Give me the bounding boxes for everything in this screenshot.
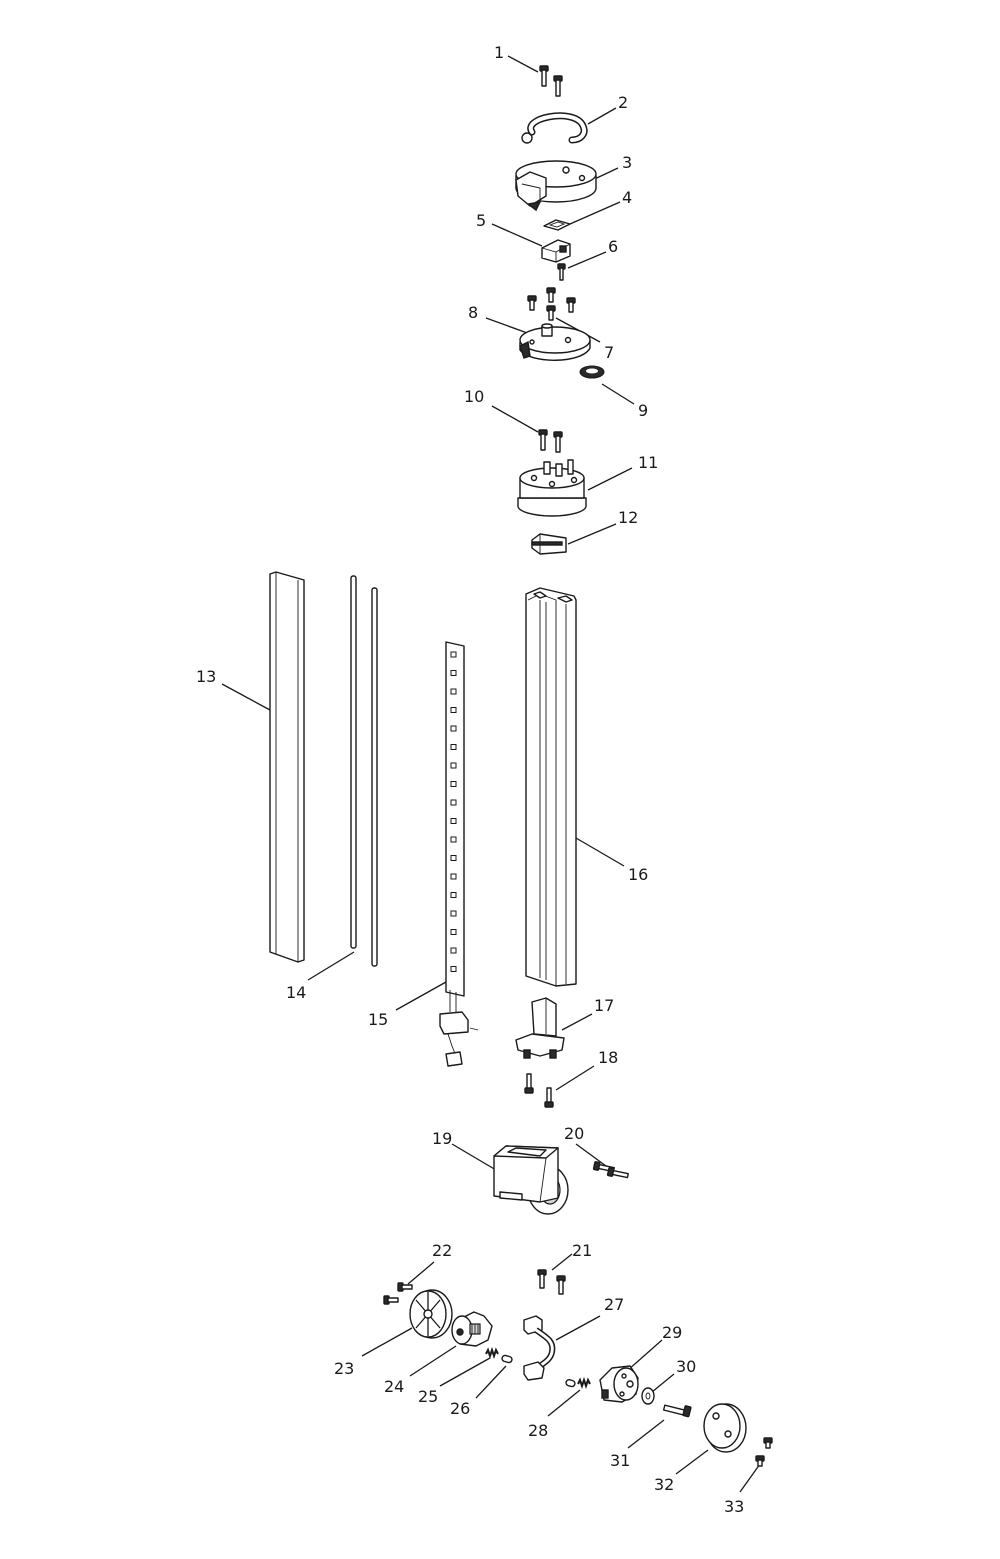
callout-12: 12 (618, 508, 638, 527)
part-1-screws (539, 65, 563, 97)
part-18-screws (524, 1073, 554, 1108)
callout-14: 14 (286, 983, 306, 1002)
led-pad (450, 855, 457, 861)
callout-labels: 1 2 3 4 5 6 7 8 9 10 11 12 13 14 15 16 1… (196, 43, 744, 1516)
part-13-cover-panel (269, 571, 305, 963)
callout-18: 18 (598, 1048, 618, 1067)
part-19-base-housing (493, 1145, 569, 1215)
callout-23: 23 (334, 1359, 354, 1378)
callout-26: 26 (450, 1399, 470, 1418)
led-pad (450, 688, 457, 695)
part-25-spring (485, 1346, 499, 1360)
led-pad (450, 873, 457, 880)
callout-31: 31 (610, 1451, 630, 1470)
part-3-top-cap (515, 160, 597, 212)
part-4-gasket (543, 219, 571, 231)
part-12-bracket (531, 533, 567, 555)
callout-17: 17 (594, 996, 614, 1015)
part-31-bolt (662, 1404, 692, 1418)
callout-20: 20 (564, 1124, 584, 1143)
led-pad (450, 744, 457, 750)
callout-15: 15 (368, 1010, 388, 1029)
part-8-lid-plate (519, 323, 591, 361)
led-pad (450, 707, 457, 713)
callout-4: 4 (622, 188, 632, 207)
leader-lines (221, 55, 761, 1493)
led-pad (450, 818, 457, 824)
led-pad (450, 762, 457, 769)
part-14-rods (350, 575, 378, 967)
callout-25: 25 (418, 1387, 438, 1406)
part-2-cable-loop (521, 112, 588, 144)
callout-7: 7 (604, 343, 614, 362)
part-32-end-cap (703, 1403, 747, 1453)
callout-21: 21 (572, 1241, 592, 1260)
led-pad (450, 725, 457, 732)
part-29-drive-collar (599, 1365, 639, 1403)
led-pad (450, 947, 457, 954)
callout-11: 11 (638, 453, 658, 472)
led-pad (450, 892, 457, 898)
part-21-screws (537, 1269, 566, 1295)
part-17-end-block (515, 997, 565, 1059)
callout-30: 30 (676, 1357, 696, 1376)
part-7-screws (527, 287, 576, 321)
part-23-wheel-hub (409, 1289, 453, 1339)
callout-22: 22 (432, 1241, 452, 1260)
callout-5: 5 (476, 211, 486, 230)
callout-6: 6 (608, 237, 618, 256)
led-pad (450, 929, 457, 935)
led-pad (450, 651, 457, 658)
led-pad (450, 836, 457, 843)
part-10-screws (538, 429, 563, 453)
callout-13: 13 (196, 667, 216, 686)
part-15-led-strip (439, 641, 479, 1067)
callout-29: 29 (662, 1323, 682, 1342)
part-5-clip (541, 239, 571, 263)
led-pad (450, 781, 457, 787)
part-22-screws (383, 1282, 413, 1305)
callout-27: 27 (604, 1295, 624, 1314)
led-pad (450, 670, 457, 676)
callout-32: 32 (654, 1475, 674, 1494)
led-pad (450, 966, 457, 972)
part-16-extrusion-column (525, 587, 577, 987)
callout-1: 1 (494, 43, 504, 62)
callout-10: 10 (464, 387, 484, 406)
part-20-screws (592, 1161, 629, 1179)
part-26-pin (501, 1354, 513, 1364)
callout-33: 33 (724, 1497, 744, 1516)
callout-8: 8 (468, 303, 478, 322)
part-6-screw (557, 263, 566, 281)
part-9-o-ring (579, 365, 605, 379)
callout-16: 16 (628, 865, 648, 884)
part-24-drive-cylinder (451, 1311, 493, 1347)
part-33-screws (755, 1437, 773, 1467)
part-27-cable-connector (523, 1315, 556, 1381)
callout-3: 3 (622, 153, 632, 172)
part-28-spring-pin (565, 1376, 591, 1390)
led-pad (450, 799, 457, 806)
callout-24: 24 (384, 1377, 404, 1396)
led-pad (450, 910, 457, 917)
callout-9: 9 (638, 401, 648, 420)
callout-19: 19 (432, 1129, 452, 1148)
part-11-housing-ring (517, 459, 587, 517)
callout-28: 28 (528, 1421, 548, 1440)
part-30-washer (641, 1387, 655, 1405)
callout-2: 2 (618, 93, 628, 112)
